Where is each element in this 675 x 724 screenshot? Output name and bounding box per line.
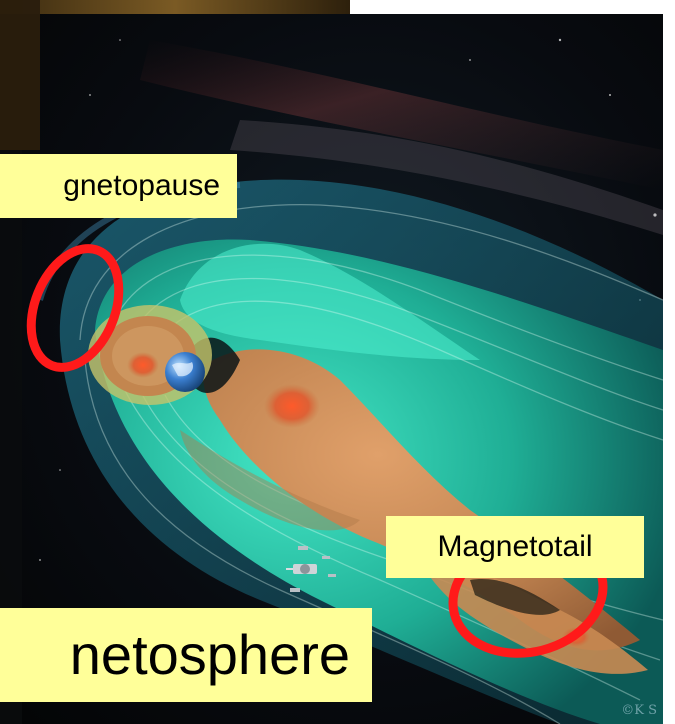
magnetopause-label: gnetopause [0, 154, 237, 218]
copyright-mark: ©K S [621, 703, 657, 718]
magnetosphere-title: netosphere [0, 608, 372, 702]
magnetotail-label: Magnetotail [386, 516, 644, 578]
